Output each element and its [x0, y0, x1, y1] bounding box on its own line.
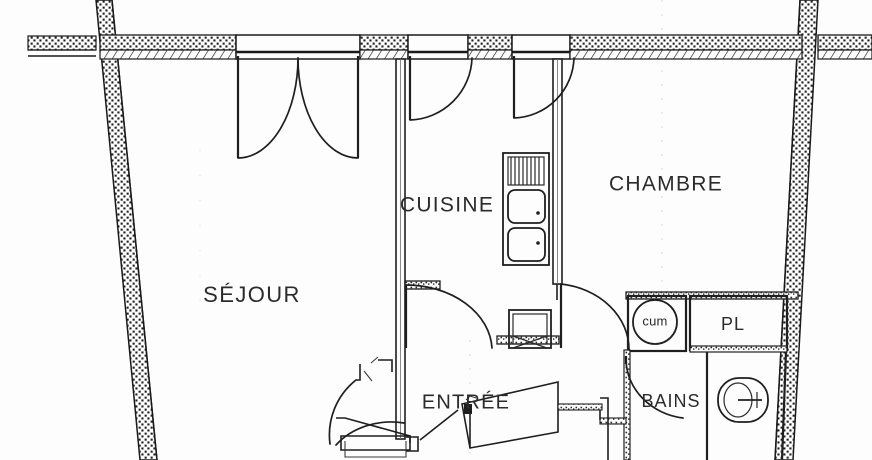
door-cuisine-entree [404, 284, 493, 349]
door-swings [236, 56, 684, 446]
kitchen-stove [508, 309, 552, 349]
bathroom-walls [599, 349, 788, 460]
bathroom-basin [717, 377, 769, 423]
exterior-wall-top [27, 34, 872, 60]
room-label-entree: ENTRÉE [422, 390, 510, 413]
partition-sejour-cuisine [395, 58, 406, 440]
door-chambre-entree [559, 283, 630, 351]
closet-pl [688, 294, 789, 353]
window-bay-cuisine [407, 34, 469, 60]
water-heater-box [626, 294, 688, 353]
room-label-sejour: SÉJOUR [203, 282, 301, 307]
door-entree-main [328, 379, 357, 445]
door-bains [624, 356, 684, 419]
door-entree-sejour [335, 421, 405, 446]
axis-guides [199, 0, 663, 460]
partition-cuisine-chambre [552, 58, 563, 285]
window-bay-sejour [235, 34, 361, 60]
door-cuisine-north [408, 56, 473, 121]
wall-segment-top-4 [569, 34, 803, 51]
exterior-walls [27, 0, 872, 460]
wall-segment-top-1 [99, 34, 237, 51]
room-labels: SÉJOUR CUISINE CHAMBRE ENTRÉE BAINS PL c… [203, 173, 745, 414]
exterior-wall-right [774, 0, 819, 460]
door-sejour-terrace-left [236, 56, 360, 159]
room-label-chambre: CHAMBRE [609, 173, 723, 196]
exterior-wall-left [95, 0, 158, 460]
door-chambre-north [512, 56, 575, 119]
kitchen-sink [502, 152, 550, 266]
sink-drainboard [507, 156, 545, 186]
room-label-cuisine: CUISINE [400, 194, 494, 217]
interior-partitions [336, 58, 799, 460]
room-label-pl: PL [721, 314, 745, 334]
wall-segment-top-3 [467, 34, 513, 51]
room-label-bains: BAINS [641, 391, 700, 411]
entree-structures [336, 356, 609, 460]
room-label-cum: cum [642, 313, 667, 328]
wall-segment-top-2 [359, 34, 409, 51]
window-bay-chambre [511, 34, 571, 60]
